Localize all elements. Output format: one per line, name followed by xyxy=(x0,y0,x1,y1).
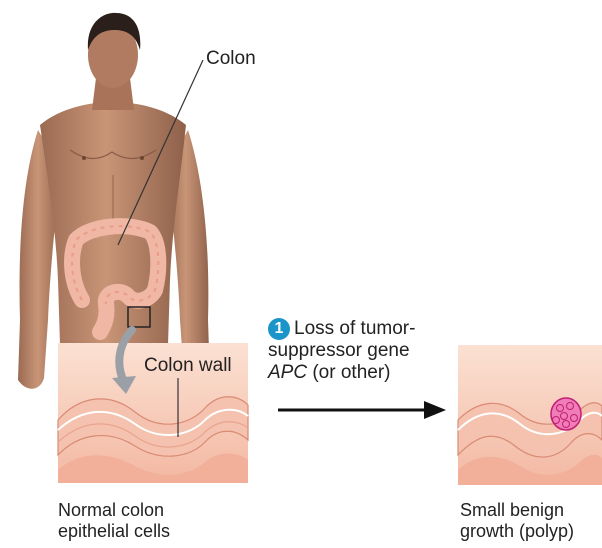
caption-left-line-1: Normal colon xyxy=(58,500,170,521)
polyp-caption: Small benign growth (polyp) xyxy=(460,500,574,542)
step-text-1: Loss of tumor- xyxy=(294,318,415,339)
step-line-1: 1Loss of tumor- xyxy=(268,318,468,340)
step-annotation: 1Loss of tumor- suppressor gene APC (or … xyxy=(268,318,468,384)
progression-arrow xyxy=(278,401,446,419)
polyp-tissue-panel xyxy=(458,345,602,485)
colon-label: Colon xyxy=(206,48,256,70)
colon-wall-label: Colon wall xyxy=(144,355,232,377)
step-text-2: suppressor gene xyxy=(268,340,468,362)
step-line-3: APC (or other) xyxy=(268,362,468,384)
polyp xyxy=(551,398,581,430)
human-figure xyxy=(18,13,210,389)
step-number-badge: 1 xyxy=(268,318,290,340)
step-text-3: (or other) xyxy=(307,362,390,383)
caption-right-line-1: Small benign xyxy=(460,500,574,521)
caption-left-line-2: epithelial cells xyxy=(58,521,170,542)
caption-right-line-2: growth (polyp) xyxy=(460,521,574,542)
normal-cells-caption: Normal colon epithelial cells xyxy=(58,500,170,542)
gene-name: APC xyxy=(268,362,307,383)
